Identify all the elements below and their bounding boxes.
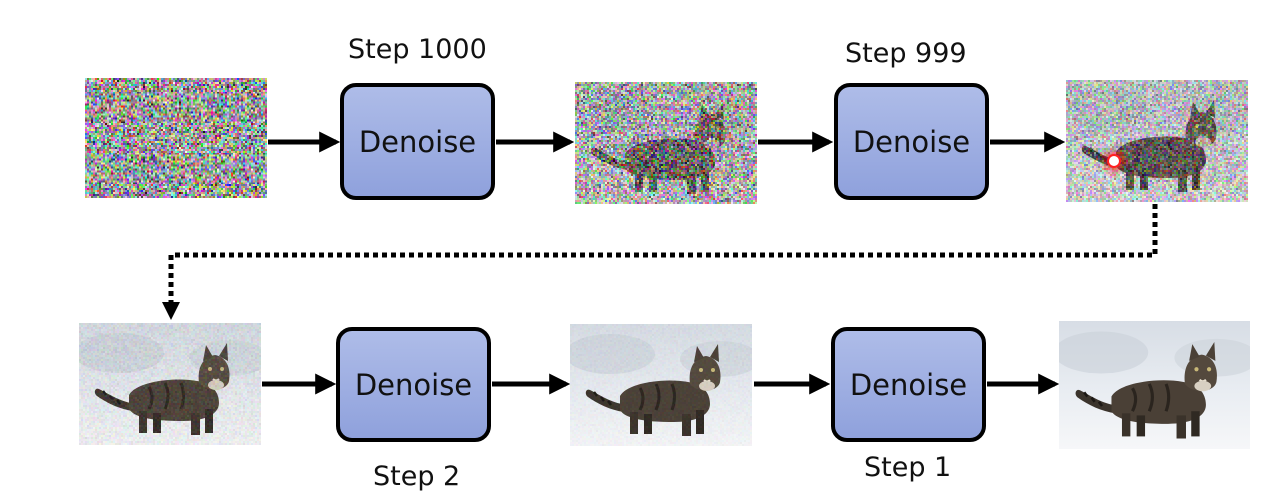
image-cat-step-3: [79, 323, 261, 445]
image-pure-noise: [85, 78, 267, 198]
image-noisy-cat-step-999: [1066, 80, 1248, 202]
denoise-label: Denoise: [354, 367, 473, 402]
noise-overlay: [570, 324, 752, 446]
denoise-label: Denoise: [358, 124, 477, 159]
denoise-label: Denoise: [849, 367, 968, 402]
noise-overlay: [85, 78, 267, 198]
dotted-connector-arrowhead: [162, 302, 180, 320]
denoise-box-step-999: Denoise: [834, 83, 989, 200]
image-cat-step-2: [570, 324, 752, 446]
step-label-999: Step 999: [845, 38, 967, 69]
noise-overlay: [575, 82, 757, 204]
image-cat-clean: [1059, 321, 1250, 449]
step-label-1000: Step 1000: [348, 34, 487, 65]
denoise-label: Denoise: [852, 124, 971, 159]
denoise-box-step-1000: Denoise: [340, 83, 495, 200]
noise-overlay: [1066, 80, 1248, 202]
image-noisy-cat-step-1000: [575, 82, 757, 204]
cursor-pointer-icon: [1107, 154, 1121, 168]
denoise-box-step-2: Denoise: [336, 327, 491, 442]
step-label-2: Step 2: [373, 461, 461, 492]
noise-overlay: [79, 323, 261, 445]
dotted-connector: [168, 204, 1158, 304]
denoise-box-step-1: Denoise: [831, 327, 986, 442]
step-label-1: Step 1: [864, 452, 952, 483]
cat-illustration: [1059, 321, 1250, 449]
